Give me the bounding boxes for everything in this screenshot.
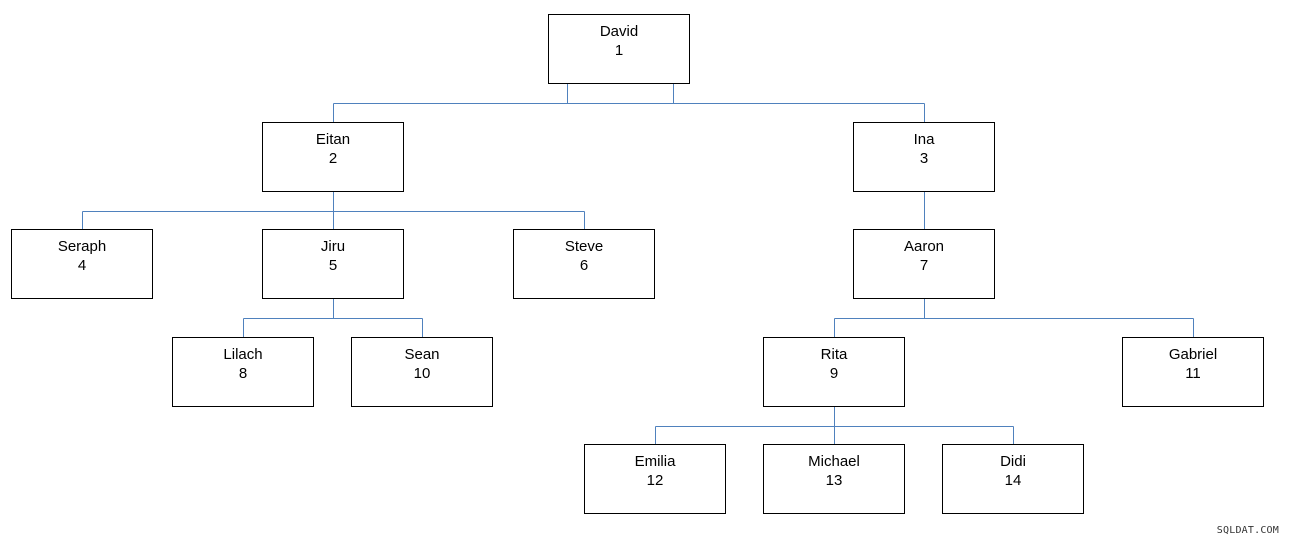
node-name: Michael: [808, 453, 860, 470]
node-name: Jiru: [320, 238, 346, 255]
node-michael: Michael 13: [763, 444, 905, 514]
node-number: 6: [579, 257, 589, 274]
node-name: Steve: [564, 238, 604, 255]
node-name: Gabriel: [1168, 346, 1218, 363]
node-number: 11: [1185, 365, 1201, 382]
node-number: 9: [829, 365, 839, 382]
node-number: 1: [614, 42, 624, 59]
node-number: 14: [1004, 472, 1022, 489]
node-name: Seraph: [57, 238, 107, 255]
node-aaron: Aaron 7: [853, 229, 995, 299]
node-number: 10: [413, 365, 431, 382]
node-number: 2: [328, 150, 338, 167]
node-sean: Sean 10: [351, 337, 493, 407]
node-number: 12: [646, 472, 664, 489]
node-number: 5: [328, 257, 338, 274]
node-name: Rita: [820, 346, 848, 363]
node-name: Eitan: [315, 131, 351, 148]
node-number: 8: [238, 365, 248, 382]
node-name: Didi: [1000, 453, 1026, 470]
node-lilach: Lilach 8: [172, 337, 314, 407]
node-name: Lilach: [223, 346, 263, 363]
node-emilia: Emilia 12: [584, 444, 726, 514]
node-gabriel: Gabriel 11: [1122, 337, 1264, 407]
node-name: Ina: [913, 131, 935, 148]
node-jiru: Jiru 5: [262, 229, 404, 299]
node-name: David: [599, 23, 639, 40]
node-seraph: Seraph 4: [11, 229, 153, 299]
node-number: 4: [77, 257, 87, 274]
watermark: SQLDAT.COM: [1216, 525, 1279, 536]
node-rita: Rita 9: [763, 337, 905, 407]
node-steve: Steve 6: [513, 229, 655, 299]
node-number: 7: [919, 257, 929, 274]
node-eitan: Eitan 2: [262, 122, 404, 192]
node-name: Sean: [404, 346, 440, 363]
node-name: Emilia: [634, 453, 676, 470]
node-number: 13: [825, 472, 843, 489]
node-ina: Ina 3: [853, 122, 995, 192]
node-david: David 1: [548, 14, 690, 84]
node-name: Aaron: [903, 238, 945, 255]
node-didi: Didi 14: [942, 444, 1084, 514]
node-number: 3: [919, 150, 929, 167]
